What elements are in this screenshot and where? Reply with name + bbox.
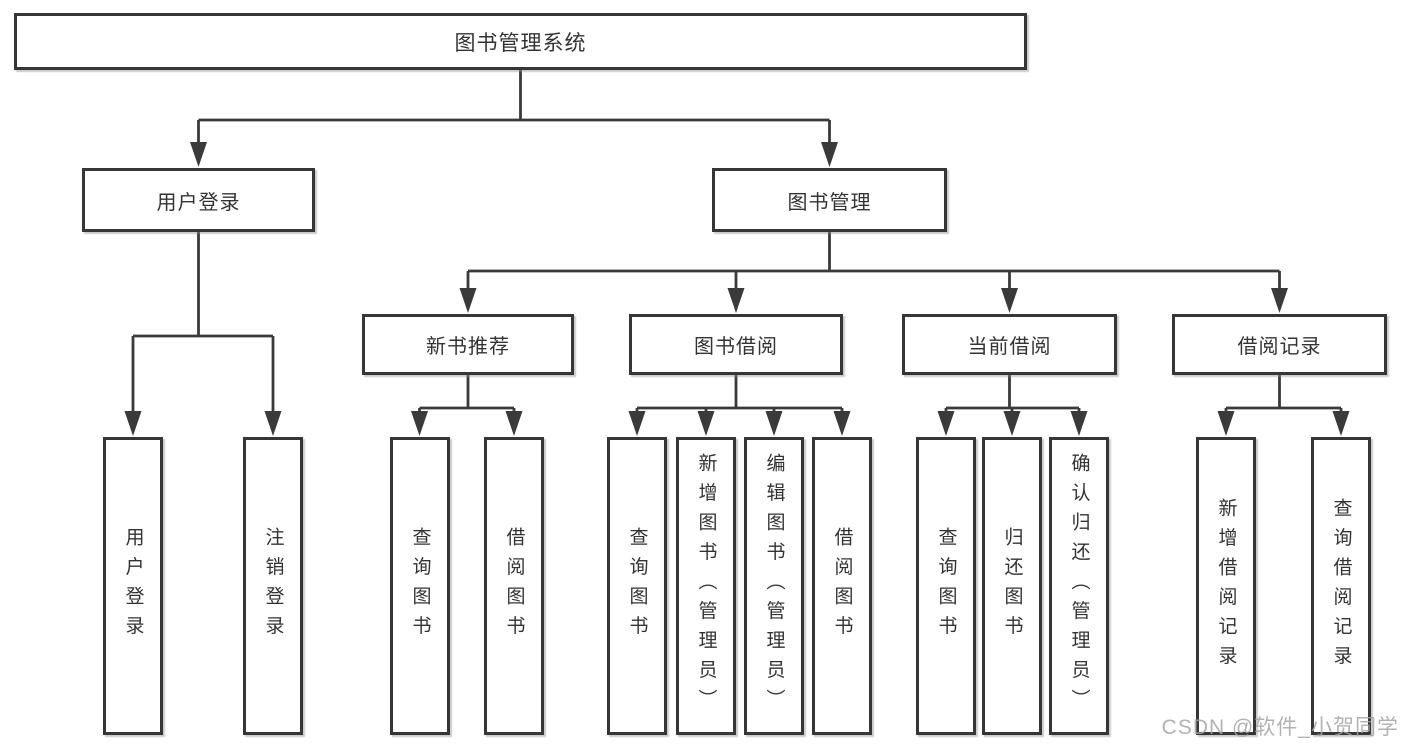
node-book-management: 图书管理 [712,168,947,232]
leaf-return-books: 归还图书 [982,437,1042,735]
node-root-library-system: 图书管理系统 [14,13,1027,70]
leaf-query-books-recommend: 查询图书 [390,437,450,735]
leaf-add-book-admin: 新增图书（管理员） [676,437,736,735]
leaf-query-borrow-record: 查询借阅记录 [1311,437,1371,735]
leaf-label: 确认归还（管理员） [1068,453,1090,719]
leaf-logout: 注销登录 [243,437,303,735]
leaf-label: 归还图书 [1001,527,1023,645]
node-user-login: 用户登录 [82,168,315,232]
leaf-label: 注销登录 [262,527,284,645]
leaf-label: 借阅图书 [831,527,853,645]
leaf-label: 查询借阅记录 [1330,497,1352,675]
leaf-borrow-books-recommend: 借阅图书 [484,437,544,735]
leaf-label: 查询图书 [626,527,648,645]
leaf-borrow-books: 借阅图书 [812,437,872,735]
leaf-label: 新增图书（管理员） [695,453,717,719]
leaf-label: 新增借阅记录 [1215,497,1237,675]
leaf-query-books-borrowing: 查询图书 [607,437,667,735]
node-label: 图书借阅 [694,336,778,358]
leaf-label: 借阅图书 [503,527,525,645]
leaf-label: 查询图书 [409,527,431,645]
node-label: 用户登录 [156,191,241,214]
leaf-edit-book-admin: 编辑图书（管理员） [744,437,804,735]
leaf-label: 编辑图书（管理员） [763,453,785,719]
node-new-book-recommendation: 新书推荐 [362,314,574,375]
node-label: 借阅记录 [1237,336,1322,358]
node-label: 图书管理系统 [454,31,587,55]
leaf-query-books-current: 查询图书 [916,437,976,735]
tree-edges [131,70,1343,414]
arrowhead-icons [124,142,1350,436]
leaf-add-borrow-record: 新增借阅记录 [1196,437,1256,735]
node-label: 当前借阅 [967,336,1052,358]
leaf-confirm-return-admin: 确认归还（管理员） [1049,437,1109,735]
leaf-user-login: 用户登录 [103,437,163,735]
node-book-borrowing: 图书借阅 [629,314,843,375]
node-label: 新书推荐 [426,336,510,358]
node-borrowing-records: 借阅记录 [1172,314,1387,375]
node-current-borrowing: 当前借阅 [902,314,1117,375]
leaf-label: 用户登录 [122,527,144,645]
node-label: 图书管理 [787,191,872,214]
leaf-label: 查询图书 [935,527,957,645]
